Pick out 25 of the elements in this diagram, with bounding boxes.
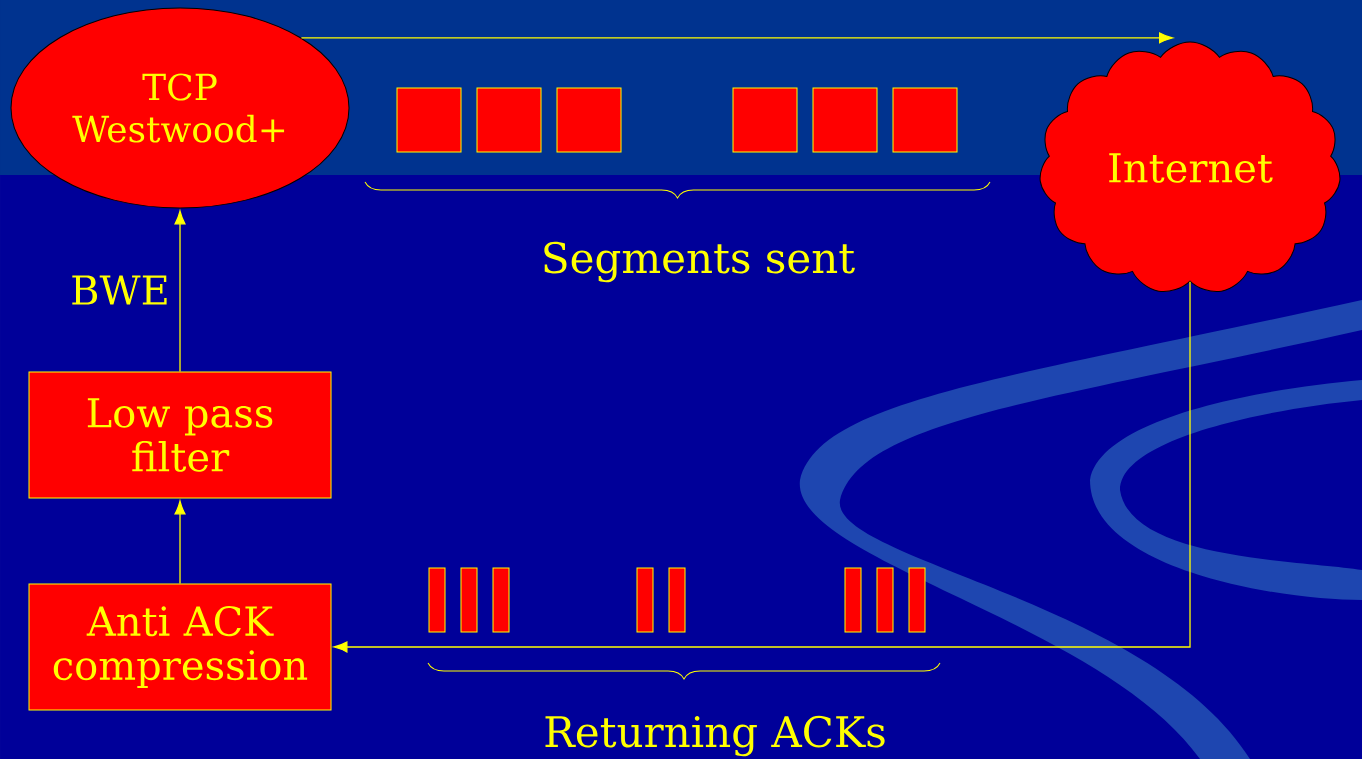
ack-bar (492, 567, 510, 633)
cloud-node: Internet (1039, 41, 1341, 293)
ack-bar (876, 567, 894, 633)
process-box: Anti ACK compression (28, 583, 332, 711)
process-box: Low pass filter (28, 371, 332, 499)
segment-box (732, 87, 798, 153)
edge-label: BWE (72, 275, 167, 305)
caption-text: Segments sent (544, 241, 855, 283)
ack-bar (428, 567, 446, 633)
ellipse-node: TCP Westwood+ (10, 7, 350, 209)
segment-box (396, 87, 462, 153)
segment-box (476, 87, 542, 153)
arrow (333, 281, 1191, 653)
segment-box (892, 87, 958, 153)
segment-box (812, 87, 878, 153)
arrow (174, 500, 186, 585)
arrow (174, 210, 186, 373)
ack-bar (908, 567, 926, 633)
caption-text: Returning ACKs (545, 715, 885, 757)
ack-bar (460, 567, 478, 633)
ack-bar (636, 567, 654, 633)
ack-bar (844, 567, 862, 633)
segment-box (556, 87, 622, 153)
arrow (300, 32, 1173, 44)
ack-bar (668, 567, 686, 633)
